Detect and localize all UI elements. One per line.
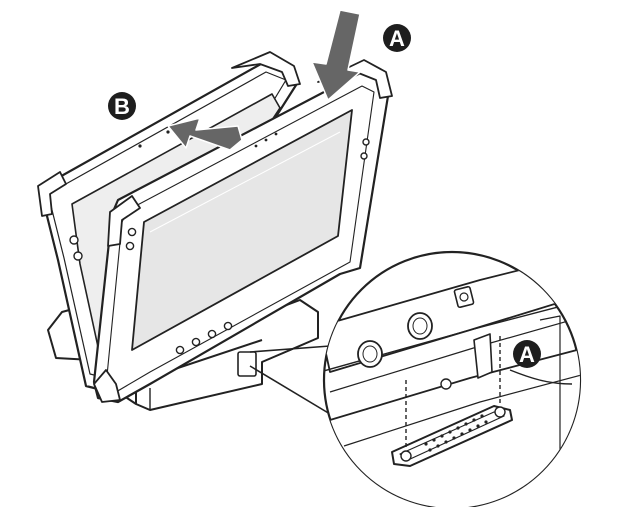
svg-text:A: A — [519, 342, 535, 367]
tablet-screen — [131, 109, 353, 351]
dock-connector — [391, 405, 513, 467]
callout-a-top: A — [383, 24, 411, 52]
callout-b: B — [108, 92, 136, 120]
detail-port-left — [357, 340, 383, 368]
detail-jack — [453, 285, 475, 309]
callout-a-detail: A — [513, 340, 541, 368]
push-down-arrow-icon — [311, 9, 361, 101]
tilt-back-arrow-icon — [167, 117, 243, 151]
svg-text:A: A — [389, 26, 405, 51]
detail-magnifier — [322, 250, 582, 507]
tablet-front — [92, 59, 393, 404]
detail-leader-lines — [249, 345, 341, 421]
detail-port-right — [407, 312, 433, 340]
svg-text:B: B — [114, 94, 130, 119]
tablet-front-buttons — [125, 138, 370, 355]
